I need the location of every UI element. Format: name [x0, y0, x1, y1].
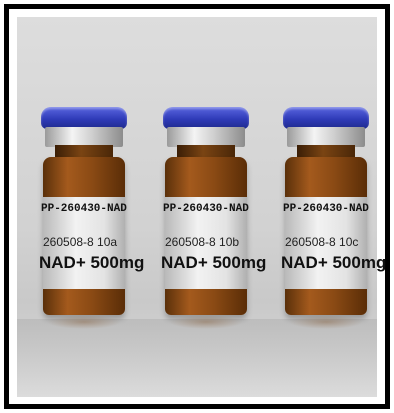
vial-reflection: [169, 315, 243, 329]
vial-label-product: NAD+ 500mg: [281, 253, 387, 272]
vial-neck: [177, 145, 235, 159]
photo-frame: PP-260430-NAD 260508-8 10a NAD+ 500mg PP…: [4, 4, 390, 409]
vial-label: PP-260430-NAD 260508-8 10a NAD+ 500mg: [39, 197, 144, 289]
vial-label-lot: 260508-8 10b: [165, 235, 240, 249]
vial-label: PP-260430-NAD 260508-8 10b NAD+ 500mg: [161, 197, 266, 289]
vial-label-batch: PP-260430-NAD: [41, 203, 127, 215]
vial-label-batch: PP-260430-NAD: [283, 203, 369, 215]
vial-neck: [297, 145, 355, 159]
vial-crimp-seal: [45, 127, 123, 147]
vial-label-batch: PP-260430-NAD: [163, 203, 249, 215]
vial-body: PP-260430-NAD 260508-8 10a NAD+ 500mg: [39, 157, 144, 315]
vial-reflection: [47, 315, 121, 329]
vial-label-lot: 260508-8 10a: [43, 235, 118, 249]
vial-b: PP-260430-NAD 260508-8 10b NAD+ 500mg: [161, 17, 266, 329]
vial-body: PP-260430-NAD 260508-8 10b NAD+ 500mg: [161, 157, 266, 315]
vial-cap: [163, 107, 249, 129]
vial-label: PP-260430-NAD 260508-8 10c NAD+ 500mg: [281, 197, 386, 289]
vial-label-product: NAD+ 500mg: [39, 253, 145, 272]
vial-body: PP-260430-NAD 260508-8 10c NAD+ 500mg: [281, 157, 386, 315]
vial-reflection: [289, 315, 363, 329]
vial-crimp-seal: [287, 127, 365, 147]
vial-cap: [283, 107, 369, 129]
vial-label-lot: 260508-8 10c: [285, 235, 359, 249]
vial-cap: [41, 107, 127, 129]
product-photo: PP-260430-NAD 260508-8 10a NAD+ 500mg PP…: [17, 17, 386, 397]
surface-shadow: [17, 319, 377, 397]
vial-a: PP-260430-NAD 260508-8 10a NAD+ 500mg: [39, 17, 144, 329]
vial-label-product: NAD+ 500mg: [161, 253, 267, 272]
vial-c: PP-260430-NAD 260508-8 10c NAD+ 500mg: [281, 17, 386, 329]
vial-crimp-seal: [167, 127, 245, 147]
vial-neck: [55, 145, 113, 159]
